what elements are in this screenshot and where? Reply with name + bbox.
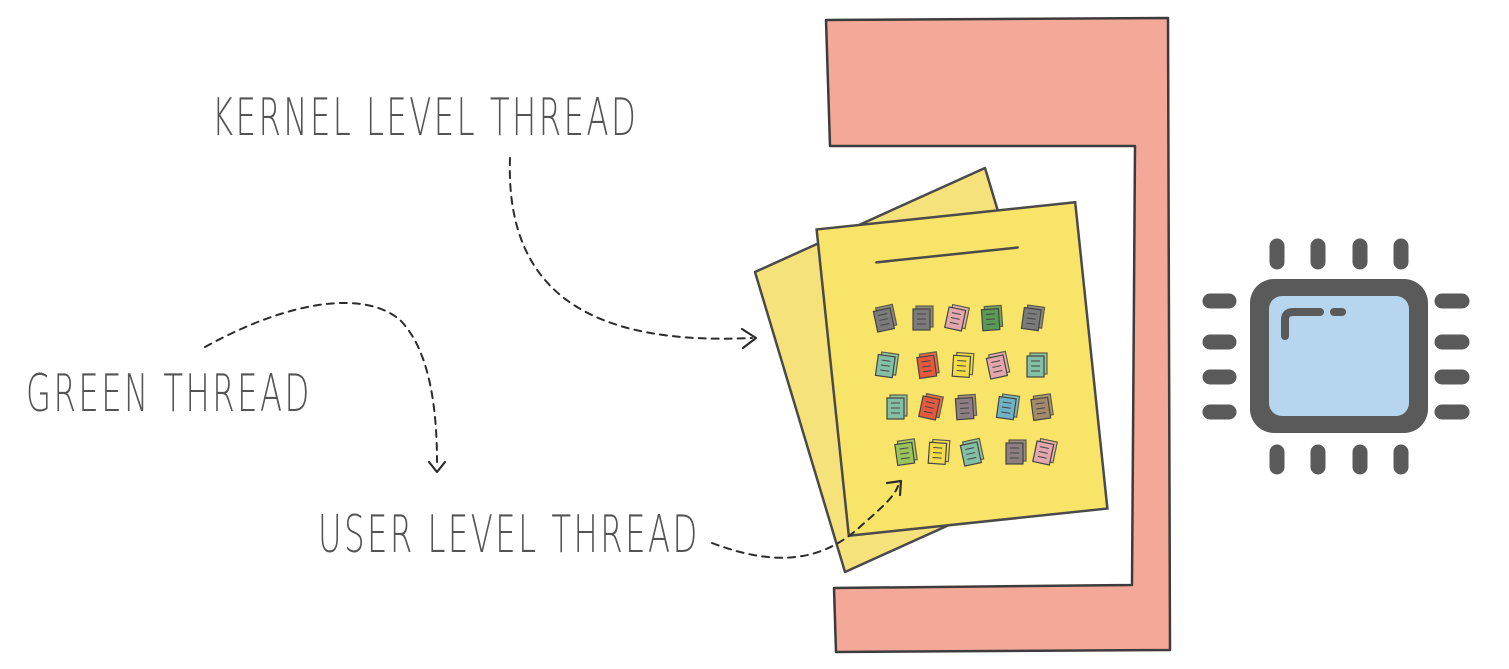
paper-title-line	[875, 246, 1019, 264]
mini-document-icon	[1030, 393, 1054, 422]
mini-document-icon	[985, 350, 1011, 380]
mini-document-icon	[995, 393, 1021, 421]
mini-document-icon	[959, 437, 985, 467]
mini-document-icon	[918, 392, 945, 421]
green-thread-label: GREEN THREAD	[26, 364, 312, 424]
mini-document-icon	[1005, 439, 1027, 465]
mini-document-icon	[916, 351, 940, 380]
process-bracket	[824, 16, 1172, 654]
mini-document-icon	[886, 394, 908, 420]
mini-document-icon	[874, 351, 900, 379]
cpu-chip-icon	[1202, 238, 1470, 475]
user-threads-group	[872, 303, 1059, 467]
mini-document-icon	[980, 304, 1004, 332]
user-level-thread-label: USER LEVEL THREAD	[318, 505, 700, 565]
mini-document-icon	[1032, 437, 1059, 466]
kernel-level-thread-label: KERNEL LEVEL THREAD	[212, 88, 639, 148]
mini-document-icon	[894, 438, 918, 467]
user-arrow	[711, 485, 899, 559]
mini-document-icon	[1026, 352, 1048, 378]
mini-document-icon	[872, 303, 898, 333]
mini-document-icon	[927, 438, 951, 466]
mini-document-icon	[944, 303, 971, 332]
mini-document-icon	[912, 305, 934, 331]
kernel-arrowhead	[740, 327, 758, 350]
user-arrowhead	[885, 479, 903, 497]
mini-document-icon	[1020, 304, 1046, 332]
kernel-arrow	[508, 157, 753, 340]
green-arrow	[204, 302, 438, 463]
mini-document-icon	[954, 393, 978, 421]
green-arrowhead	[427, 460, 447, 474]
mini-document-icon	[951, 351, 975, 379]
